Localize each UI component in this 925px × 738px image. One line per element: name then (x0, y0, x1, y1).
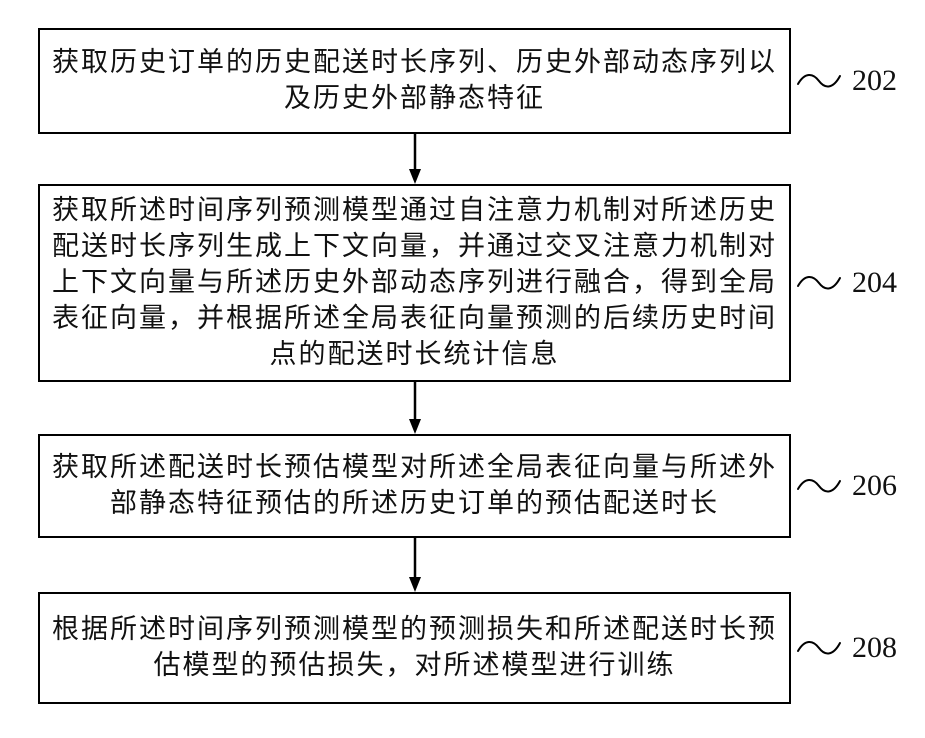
tilde-connector-icon (796, 270, 842, 296)
step-number-label: 204 (852, 266, 897, 299)
step-text: 获取所述配送时长预估模型对所述全局表征向量与所述外部静态特征预估的所述历史订单的… (52, 452, 777, 519)
step-number-label: 202 (852, 64, 897, 97)
step-number-label: 208 (852, 631, 897, 664)
step-number-label: 206 (852, 469, 897, 502)
tilde-connector-icon (796, 473, 842, 499)
down-arrow-icon (404, 382, 426, 434)
step-reference-202: 202 (796, 61, 897, 101)
step-reference-208: 208 (796, 628, 897, 668)
flowchart-step-box-208: 根据所述时间序列预测模型的预测损失和所述配送时长预估模型的预估损失，对所述模型进… (38, 592, 791, 704)
flowchart-step-box-206: 获取所述配送时长预估模型对所述全局表征向量与所述外部静态特征预估的所述历史订单的… (38, 434, 791, 538)
down-arrow-icon (404, 538, 426, 592)
flowchart-step-box-204: 获取所述时间序列预测模型通过自注意力机制对所述历史配送时长序列生成上下文向量，并… (38, 184, 791, 382)
step-text: 根据所述时间序列预测模型的预测损失和所述配送时长预估模型的预估损失，对所述模型进… (52, 614, 777, 681)
tilde-connector-icon (796, 68, 842, 94)
tilde-connector-icon (796, 635, 842, 661)
step-reference-206: 206 (796, 466, 897, 506)
step-reference-204: 204 (796, 263, 897, 303)
step-text: 获取所述时间序列预测模型通过自注意力机制对所述历史配送时长序列生成上下文向量，并… (52, 195, 777, 370)
step-text: 获取历史订单的历史配送时长序列、历史外部动态序列以及历史外部静态特征 (52, 47, 777, 114)
flowchart-step-box-202: 获取历史订单的历史配送时长序列、历史外部动态序列以及历史外部静态特征 (38, 28, 791, 134)
down-arrow-icon (404, 134, 426, 184)
